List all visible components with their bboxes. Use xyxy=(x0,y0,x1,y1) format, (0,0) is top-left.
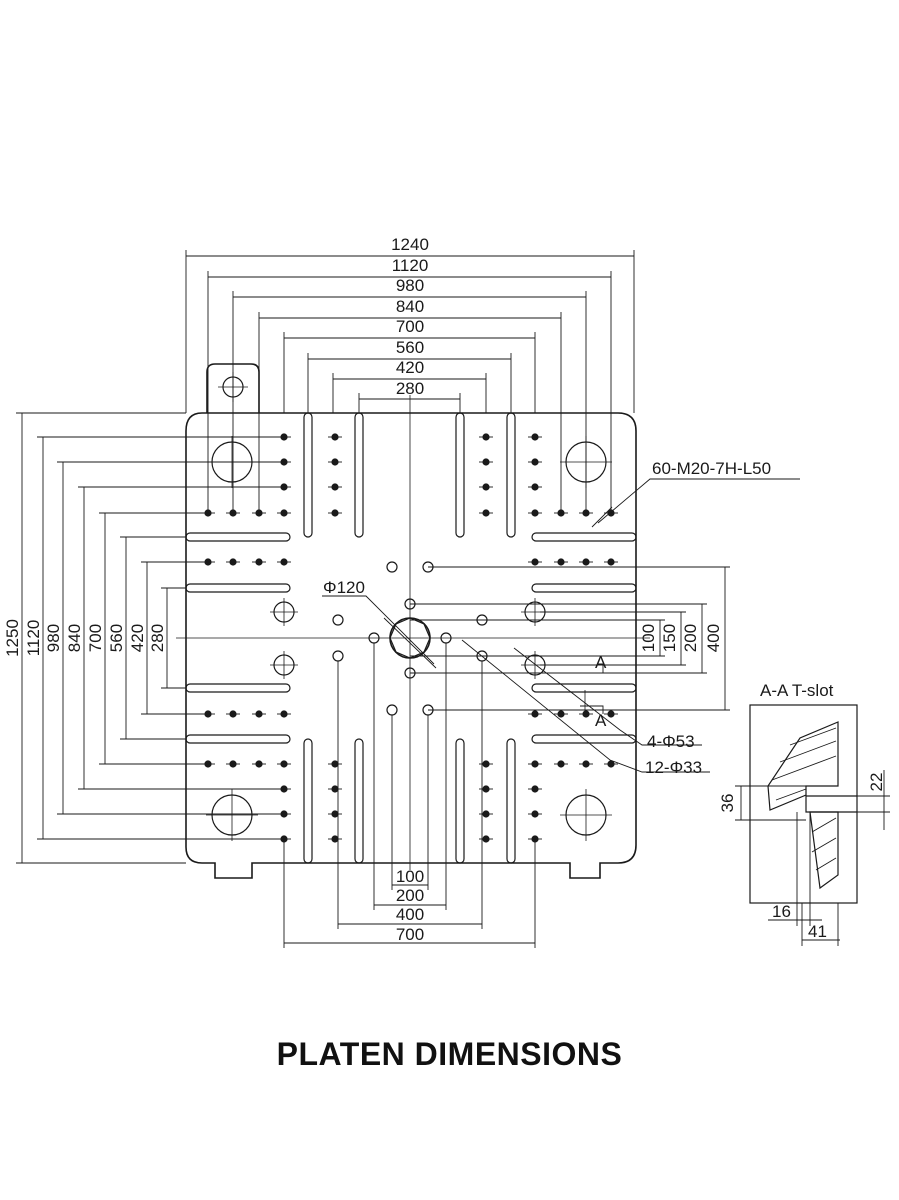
phi33-callout: 12-Φ33 xyxy=(645,758,702,777)
phi53-callout: 4-Φ53 xyxy=(647,732,695,751)
section-mark-top: A xyxy=(595,653,607,672)
dim-420: 420 xyxy=(396,358,424,377)
tslot-dim-22: 22 xyxy=(867,773,886,792)
right-dimensions: 100 150 200 400 xyxy=(410,566,730,711)
section-mark-bottom: A xyxy=(595,711,607,730)
dim-r-400: 400 xyxy=(704,624,723,652)
dim-v-420: 420 xyxy=(128,624,147,652)
page-title: PLATEN DIMENSIONS xyxy=(276,1036,623,1072)
top-dimensions: 1240 1120 980 840 700 560 420 280 xyxy=(185,235,635,513)
dim-b-400: 400 xyxy=(396,905,424,924)
dim-1120: 1120 xyxy=(392,256,429,275)
phi53-holes xyxy=(270,598,549,679)
left-dimensions: 1250 1120 980 840 700 560 420 280 xyxy=(3,412,284,864)
dim-700: 700 xyxy=(396,317,424,336)
tap-holes xyxy=(201,433,618,843)
dim-560: 560 xyxy=(396,338,424,357)
dim-v-700: 700 xyxy=(86,624,105,652)
tslot-dim-41: 41 xyxy=(808,922,827,941)
tap-hole-callout: 60-M20-7H-L50 xyxy=(652,459,771,478)
dim-980: 980 xyxy=(396,276,424,295)
tslot-dim-16: 16 xyxy=(772,902,791,921)
tslot-dim-36: 36 xyxy=(718,794,737,813)
dim-v-1250: 1250 xyxy=(3,619,22,657)
dim-v-280: 280 xyxy=(148,624,167,652)
dim-280: 280 xyxy=(396,379,424,398)
center-hole-callout: Φ120 xyxy=(323,578,365,597)
platen-outline xyxy=(185,363,637,879)
dim-v-840: 840 xyxy=(65,624,84,652)
dim-b-700: 700 xyxy=(396,925,424,944)
dim-v-1120: 1120 xyxy=(24,620,43,657)
tslot-section: A-A T-slot 36 22 16 41 xyxy=(718,681,890,946)
dim-r-150: 150 xyxy=(660,624,679,652)
bottom-dimensions: 100 200 400 700 xyxy=(283,643,536,948)
callouts: 60-M20-7H-L50 Φ120 A A 4-Φ53 12-Φ33 xyxy=(322,459,800,777)
center-lines xyxy=(176,395,650,870)
dim-r-200: 200 xyxy=(681,624,700,652)
dim-b-200: 200 xyxy=(396,886,424,905)
dim-r-100: 100 xyxy=(639,624,658,652)
dim-840: 840 xyxy=(396,297,424,316)
dim-b-100: 100 xyxy=(396,867,424,886)
dim-1240: 1240 xyxy=(391,235,429,254)
dim-v-980: 980 xyxy=(44,624,63,652)
dim-v-560: 560 xyxy=(107,624,126,652)
tslot-title: A-A T-slot xyxy=(760,681,834,700)
center-hole xyxy=(389,617,431,659)
